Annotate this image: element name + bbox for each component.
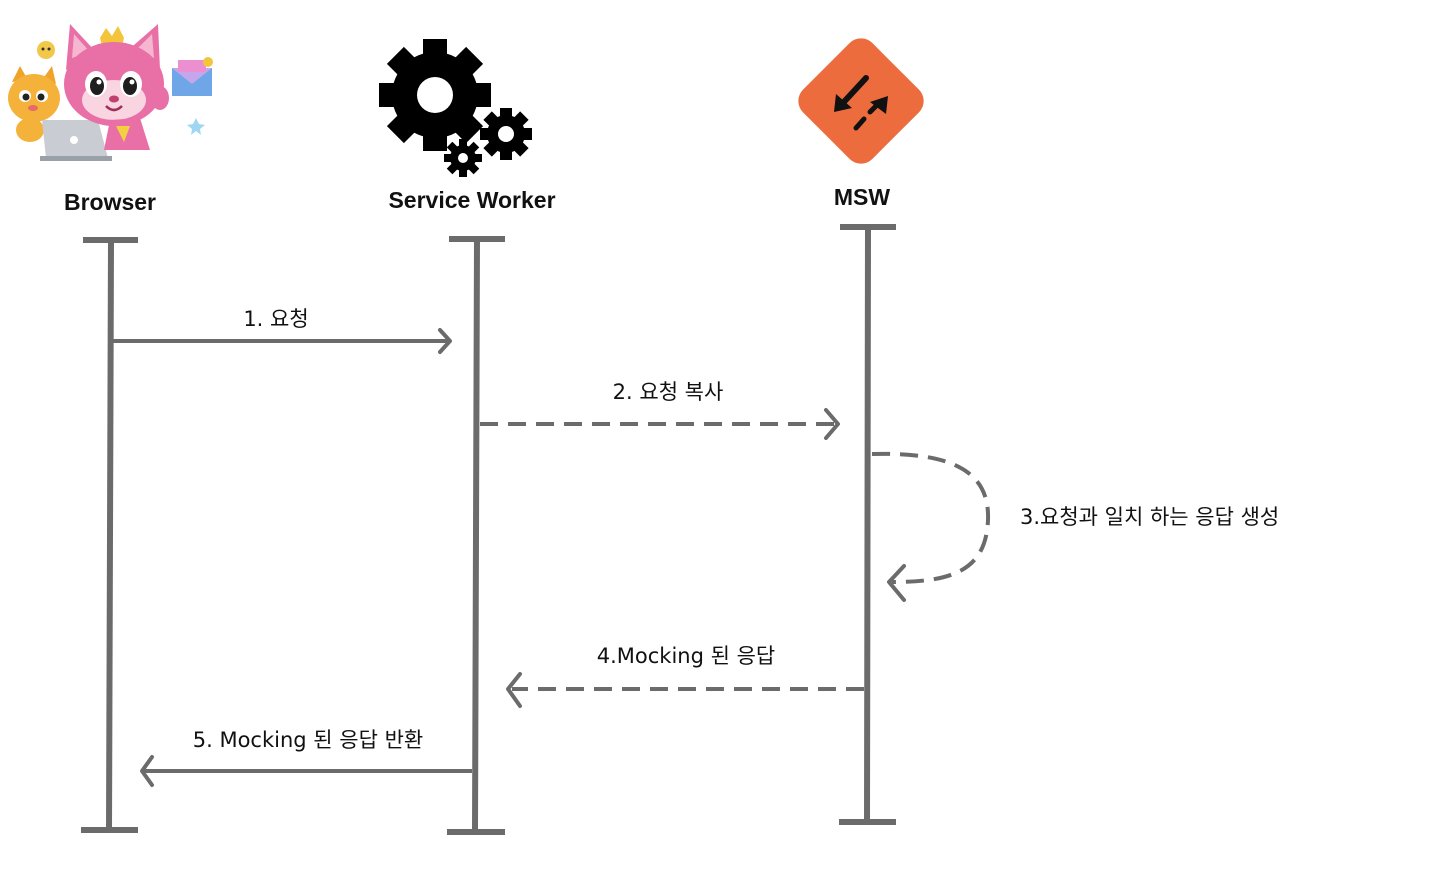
message-label-5: 5. Mocking 된 응답 반환	[193, 728, 424, 752]
message-arrow-5	[140, 755, 472, 787]
message-arrow-1	[113, 328, 452, 354]
pinkfong-characters-icon	[8, 24, 213, 161]
message-arrow-2	[480, 408, 840, 440]
message-label-2: 2. 요청 복사	[613, 380, 724, 404]
actor-label-browser: Browser	[64, 189, 156, 215]
message-arrow-4	[506, 672, 864, 708]
lifeline-service-worker	[447, 235, 505, 836]
message-arrow-3	[871, 451, 991, 602]
lifeline-msw	[839, 223, 896, 826]
lifeline-browser	[81, 236, 138, 834]
message-label-3: 3.요청과 일치 하는 응답 생성	[1020, 505, 1279, 529]
actor-label-msw: MSW	[834, 184, 891, 210]
gears-icon	[379, 39, 532, 177]
message-label-1: 1. 요청	[243, 307, 308, 331]
actor-label-service-worker: Service Worker	[388, 187, 555, 213]
message-label-4: 4.Mocking 된 응답	[597, 644, 776, 668]
msw-logo-icon	[798, 38, 924, 164]
